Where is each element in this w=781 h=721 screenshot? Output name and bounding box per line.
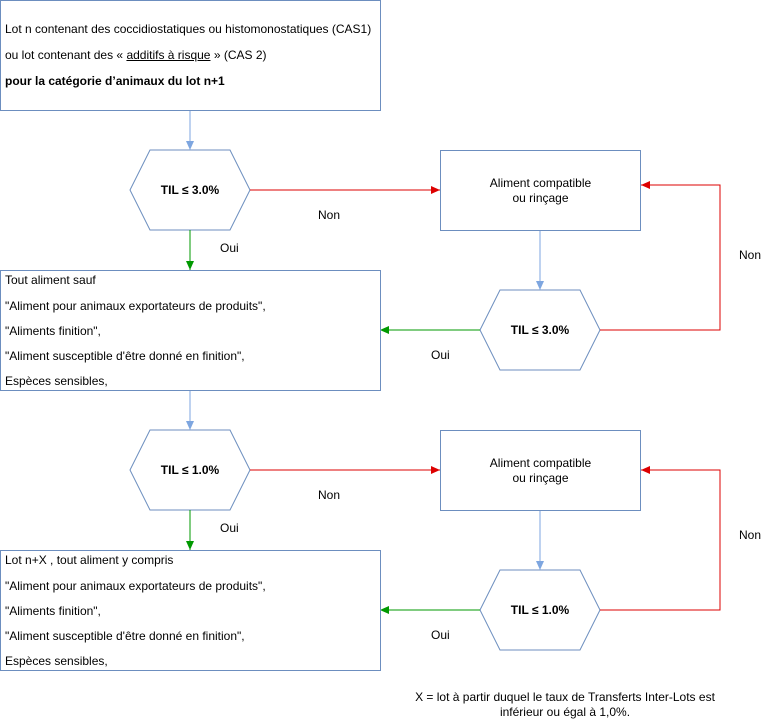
footnote-line-1: X = lot à partir duquel le taux de Trans…	[415, 690, 715, 704]
compatible-feed-box-1: Aliment compatible ou rinçage	[440, 150, 641, 231]
start-lot-line-3: pour la catégorie d’animaux du lot n+1	[5, 74, 225, 88]
edge-label-oui-1: Oui	[220, 241, 239, 255]
edge-label-non-1: Non	[318, 208, 341, 222]
edge-label-non-2: Non	[318, 488, 341, 502]
edge-label-oui-4: Oui	[431, 628, 450, 642]
decision-hex-3	[129, 429, 251, 511]
edge-label-non-loop-2: Non	[739, 528, 762, 542]
hex3-label: TIL ≤ 1.0%	[160, 463, 220, 477]
arrow-hex2-non-loop	[600, 181, 721, 331]
lot-n-plus-x-box: Lot n+X , tout aliment y compris "Alimen…	[0, 550, 381, 671]
hex1-label: TIL ≤ 3.0%	[160, 183, 220, 197]
lot-n-plus-x-line-1: Lot n+X , tout aliment y compris	[5, 553, 174, 567]
lot-n-plus-x-line-2: "Aliment pour animaux exportateurs de pr…	[5, 579, 266, 593]
lot-n-plus-x-line-5: Espèces sensibles,	[5, 654, 108, 668]
all-feed-except-line-5: Espèces sensibles,	[5, 374, 108, 388]
decision-hex-1	[129, 149, 251, 231]
hex4-label: TIL ≤ 1.0%	[510, 603, 570, 617]
start-lot-line-2: ou lot contenant des « additifs à risque…	[5, 48, 267, 62]
compatible-feed-2-line-1: Aliment compatible	[489, 455, 592, 470]
all-feed-except-line-4: "Aliment susceptible d'être donné en fin…	[5, 349, 245, 363]
all-feed-except-line-1: Tout aliment sauf	[5, 273, 96, 287]
lot-n-plus-x-line-3: "Aliments finition",	[5, 604, 101, 618]
edge-label-oui-2: Oui	[431, 348, 450, 362]
lot-n-plus-x-line-4: "Aliment susceptible d'être donné en fin…	[5, 629, 245, 643]
compatible-feed-1-line-2: ou rinçage	[512, 190, 569, 205]
hex2-label: TIL ≤ 3.0%	[510, 323, 570, 337]
all-feed-except-line-3: "Aliments finition",	[5, 324, 101, 338]
footnote-line-2: inférieur ou égal à 1,0%.	[499, 705, 631, 719]
all-feed-except-box: Tout aliment sauf "Aliment pour animaux …	[0, 270, 381, 391]
edge-label-non-loop-1: Non	[739, 248, 762, 262]
start-lot-box: Lot n contenant des coccidiostatiques ou…	[0, 0, 381, 111]
edge-label-oui-3: Oui	[220, 521, 239, 535]
compatible-feed-1-line-1: Aliment compatible	[489, 175, 592, 190]
footnote: X = lot à partir duquel le taux de Trans…	[392, 690, 738, 720]
arrow-hex4-non-loop	[600, 466, 721, 611]
compatible-feed-2-line-2: ou rinçage	[512, 470, 569, 485]
additifs-a-risque-term: additifs à risque	[126, 48, 211, 62]
all-feed-except-line-2: "Aliment pour animaux exportateurs de pr…	[5, 299, 266, 313]
start-lot-line-1: Lot n contenant des coccidiostatiques ou…	[5, 22, 372, 36]
compatible-feed-box-2: Aliment compatible ou rinçage	[440, 430, 641, 511]
